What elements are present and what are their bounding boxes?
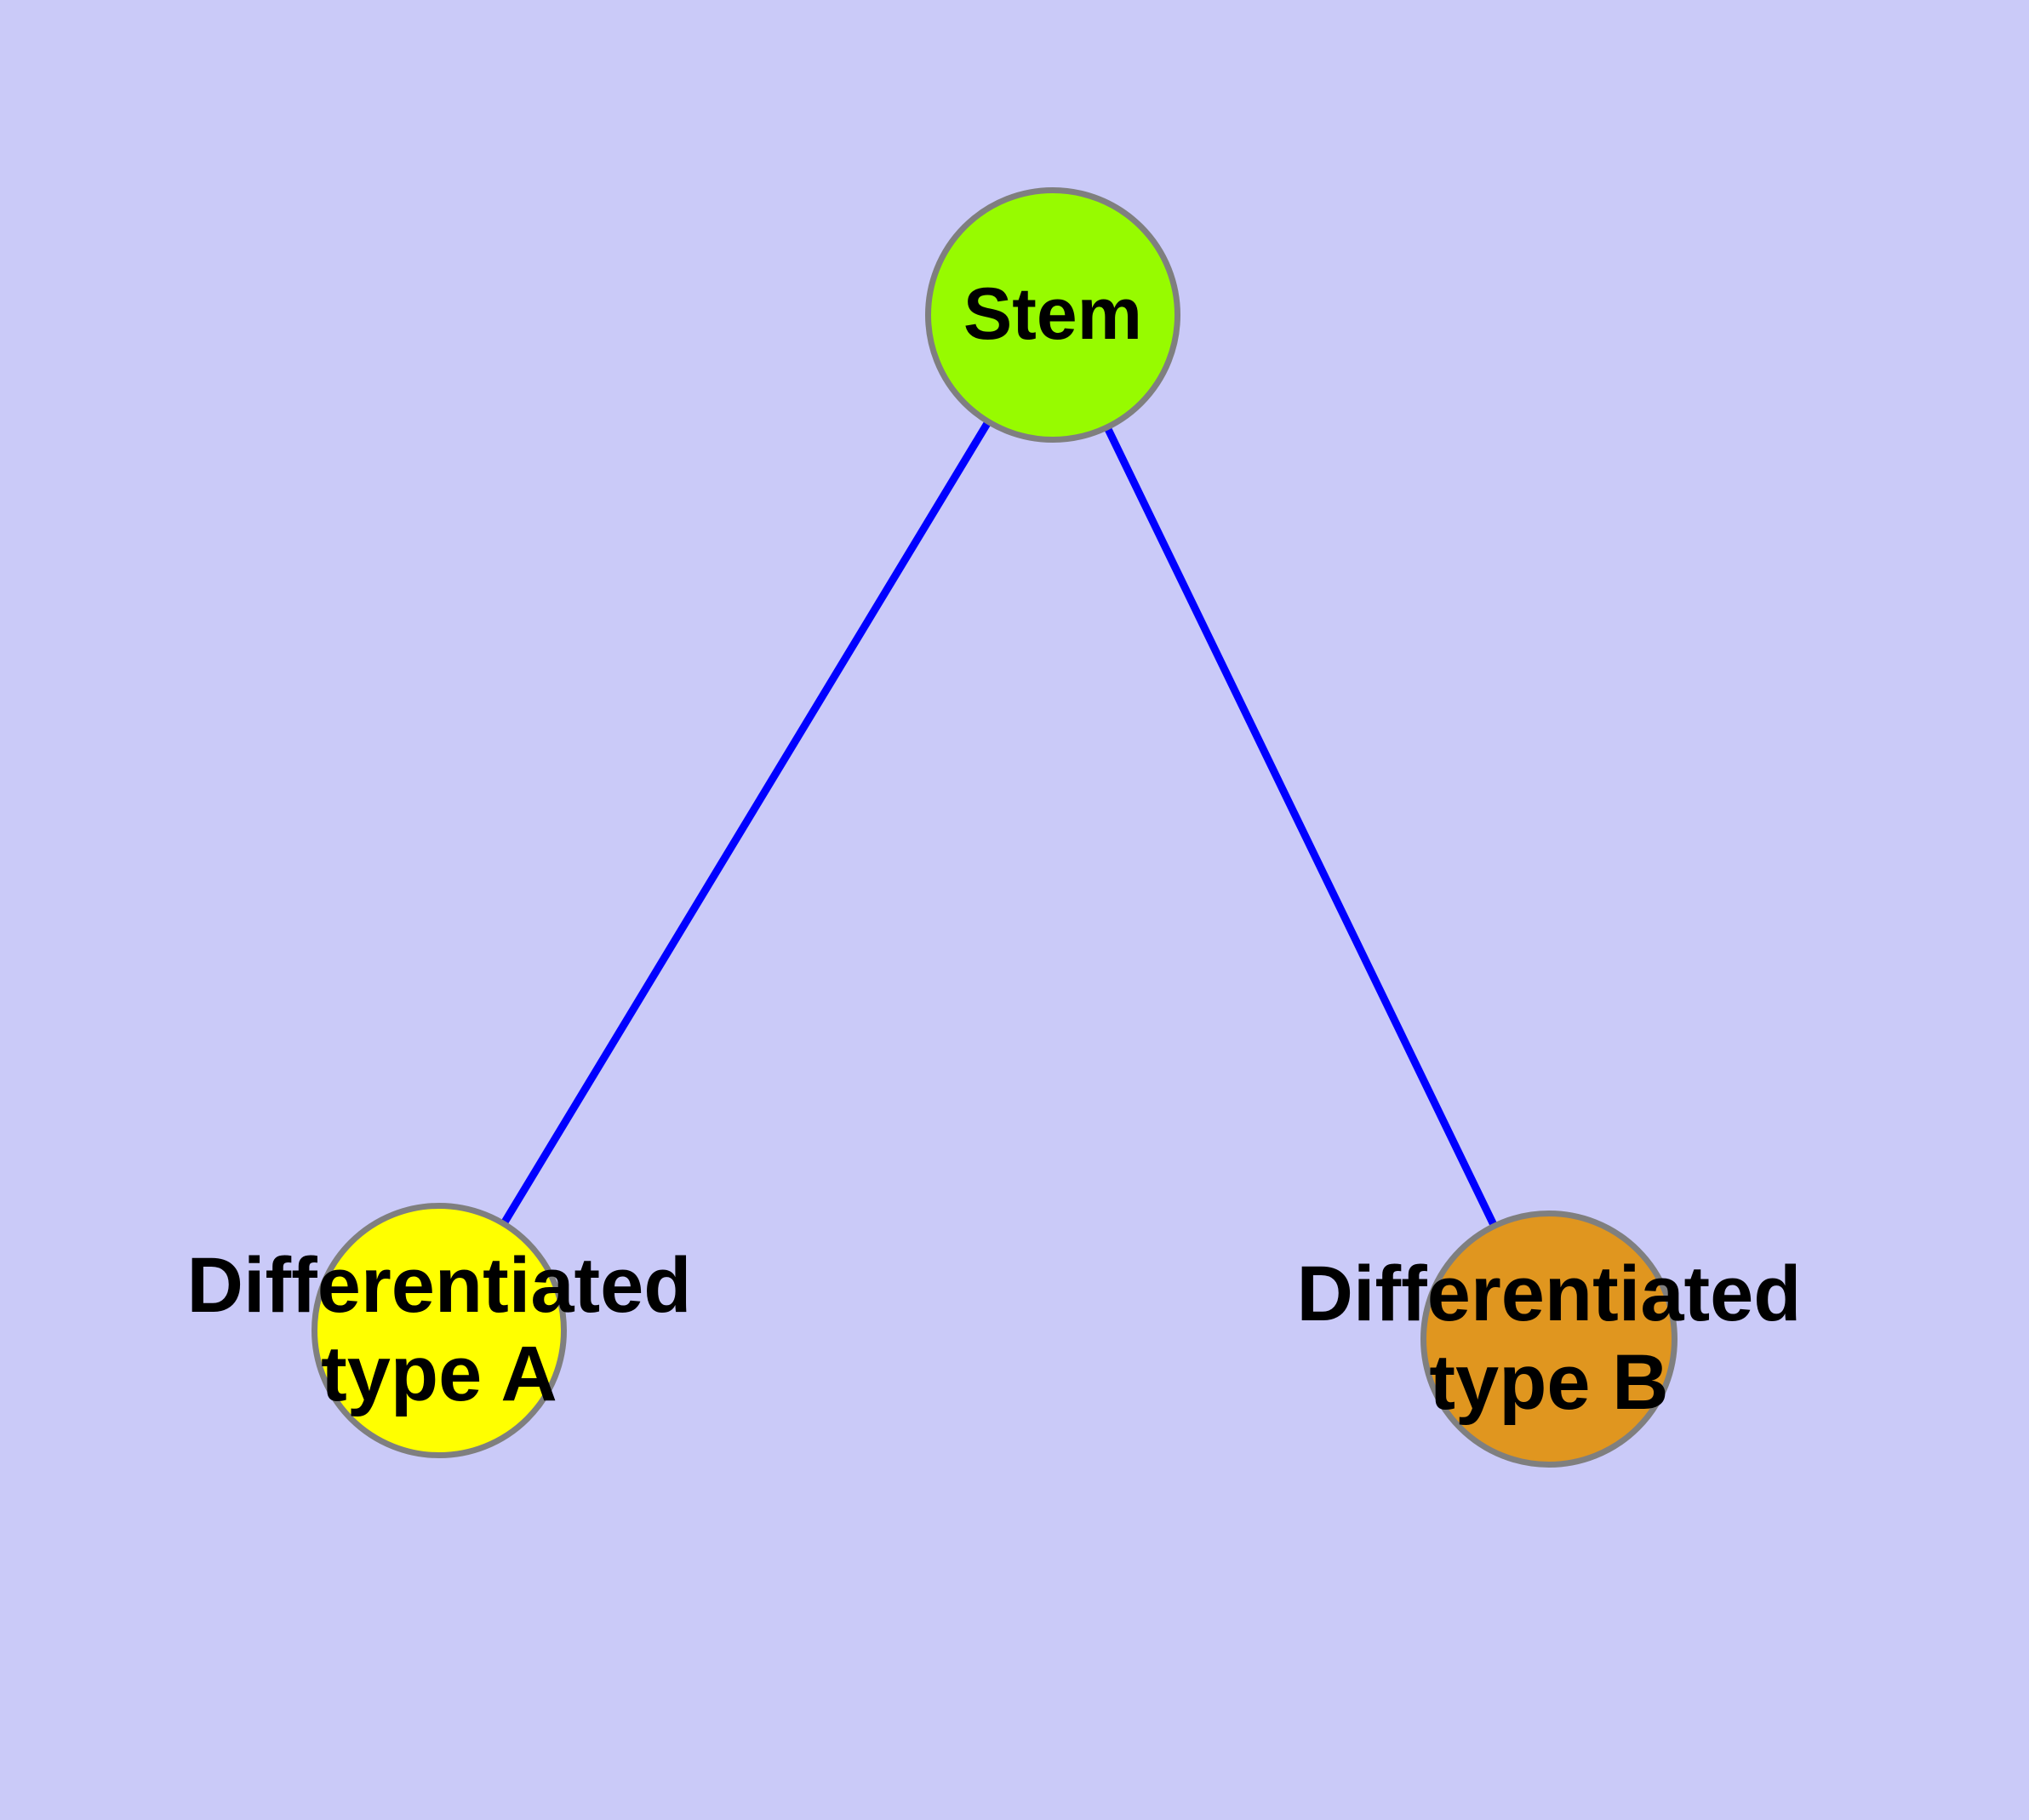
edge-stem-to-type-a[interactable] — [436, 312, 1056, 1333]
node-stem[interactable]: Stem — [925, 187, 1180, 443]
node-differentiated-type-b-label: Differentiated type B — [1296, 1251, 1802, 1426]
node-stem-label: Stem — [963, 273, 1143, 356]
node-differentiated-type-a[interactable]: Differentiated type A — [187, 1203, 691, 1458]
node-differentiated-type-b[interactable]: Differentiated type B — [1297, 1210, 1801, 1468]
edge-stem-to-type-b[interactable] — [1049, 313, 1553, 1341]
node-differentiated-type-a-label: Differentiated type A — [186, 1242, 692, 1417]
